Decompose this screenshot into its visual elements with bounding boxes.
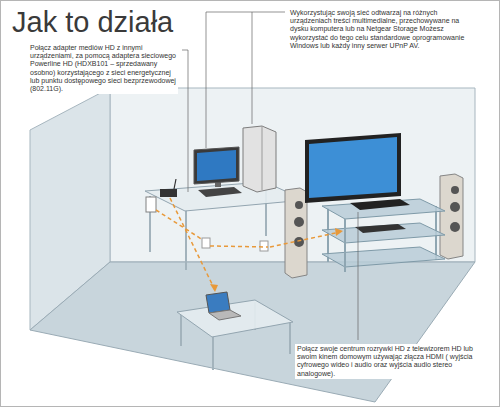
speaker-cone: [295, 201, 303, 209]
glass-shelf: [322, 223, 445, 243]
wall-outlet: [202, 238, 210, 248]
antenna: [174, 179, 176, 189]
av-receiver: [355, 224, 406, 233]
wall-outlet: [260, 241, 268, 251]
speaker: [285, 188, 307, 278]
media-adapter: [160, 189, 177, 197]
table-leg: [180, 314, 182, 346]
leader-line: [182, 50, 188, 192]
desk-top: [145, 182, 305, 211]
speaker: [440, 174, 463, 259]
callout-text: Połącz adapter mediów HD z innymi urządz…: [28, 43, 178, 94]
callout-text: Połącz swoje centrum rozrywki HD z telew…: [295, 344, 475, 379]
table-leg: [289, 323, 291, 354]
leader-line: [252, 12, 253, 124]
media-player: [350, 199, 410, 210]
network-links: [156, 198, 340, 290]
speaker-cone: [294, 217, 304, 227]
callout-text: Wykorzystując swoją sieć odtwarzaj na ró…: [288, 8, 474, 51]
laptop-table: [177, 300, 293, 370]
pc-tower-edge: [262, 126, 263, 190]
monitor-screen: [197, 150, 236, 181]
laptop-base: [209, 310, 241, 320]
tv-stand: [322, 199, 445, 272]
glass-shelf: [322, 199, 445, 219]
desk-leg: [185, 210, 187, 270]
diagram-title: Jak to działa: [12, 6, 173, 38]
leader-line: [358, 212, 359, 340]
link-arrowhead: [210, 284, 218, 292]
speaker-cone: [450, 202, 460, 212]
powerline-link: [270, 232, 340, 247]
leader-lines: [182, 12, 358, 340]
leader-line: [206, 12, 285, 148]
link-arrowhead: [335, 228, 343, 236]
monitor: [194, 147, 239, 184]
powerline-link: [156, 210, 203, 240]
stand-post: [344, 219, 346, 272]
tv: [305, 133, 401, 203]
wireless-link: [170, 198, 215, 290]
floor: [30, 262, 475, 402]
pc-tower: [243, 126, 276, 192]
laptop-screen: [206, 292, 230, 313]
glass-shelf: [322, 247, 445, 267]
table-leg: [212, 336, 214, 370]
computer-desk: [145, 182, 305, 270]
speaker-cone: [450, 222, 460, 232]
powerline-link: [210, 246, 268, 247]
powerline-adapter: [146, 197, 156, 212]
table-top: [177, 300, 293, 337]
keyboard: [198, 187, 242, 197]
speaker-cone: [451, 186, 459, 194]
tv-screen: [309, 137, 397, 198]
speaker-cone: [294, 237, 304, 247]
